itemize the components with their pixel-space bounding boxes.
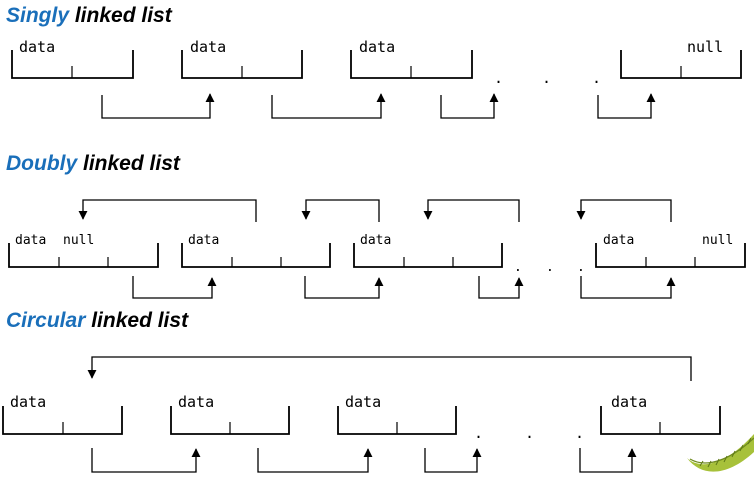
doubly-labels: data null data data data null . . .	[15, 233, 733, 275]
singly-ellipsis-dot-2: .	[542, 69, 551, 87]
circular-ellipsis-dot-1: .	[474, 424, 483, 442]
circular-node-4-data-label: data	[611, 393, 647, 411]
doubly-list	[8, 199, 746, 299]
circular-node-1-data-label: data	[10, 393, 46, 411]
singly-node-3-data-label: data	[359, 38, 395, 56]
circular-arrow-1	[91, 448, 201, 473]
singly-node-1-data-label: data	[19, 38, 55, 56]
doubly-prev-arrow-1	[78, 199, 257, 222]
doubly-node-3-data-label: data	[360, 233, 391, 248]
singly-ellipsis-dot-3: .	[592, 69, 601, 87]
doubly-node-2-data-label: data	[188, 233, 219, 248]
doubly-ellipsis-dot-3: .	[577, 260, 585, 275]
doubly-node-1	[8, 243, 159, 268]
circular-ellipsis-dot-2: .	[525, 424, 534, 442]
circular-wrap-arrow	[87, 356, 692, 381]
singly-node-3	[350, 50, 473, 79]
singly-arrow-1	[101, 93, 215, 119]
circular-node-3	[337, 406, 457, 435]
doubly-title-rest: linked list	[77, 152, 180, 175]
circular-ellipsis-dot-3: .	[575, 424, 584, 442]
doubly-prev-arrow-2	[301, 199, 380, 222]
circular-node-3-data-label: data	[345, 393, 381, 411]
doubly-node-3	[353, 243, 503, 268]
circular-arrow-4	[579, 448, 637, 473]
doubly-next-arrow-2	[304, 276, 384, 299]
doubly-next-arrow-4	[580, 276, 676, 299]
circular-title-accent: Circular	[6, 309, 86, 332]
doubly-node-2	[181, 243, 331, 268]
singly-node-4	[620, 50, 742, 79]
circular-node-2	[170, 406, 290, 435]
singly-ellipsis-dot-1: .	[494, 69, 503, 87]
doubly-node-1-data-label: data	[15, 233, 46, 248]
singly-node-4-null-label: null	[687, 38, 723, 56]
circular-node-4	[600, 406, 721, 435]
singly-list-title: Singly linked list	[6, 4, 172, 28]
doubly-ellipsis-dot-1: .	[514, 260, 522, 275]
singly-node-1	[11, 50, 134, 79]
singly-title-rest: linked list	[69, 4, 172, 27]
doubly-ellipsis-dot-2: .	[546, 260, 554, 275]
doubly-next-arrow-3	[478, 276, 524, 299]
singly-list	[11, 50, 742, 119]
doubly-node-1-null-label: null	[63, 233, 94, 248]
singly-arrow-3	[440, 93, 499, 119]
singly-arrow-4	[597, 93, 656, 119]
doubly-node-4	[595, 243, 746, 268]
circular-list	[2, 356, 721, 473]
doubly-prev-arrow-3	[423, 199, 520, 222]
circular-node-2-data-label: data	[178, 393, 214, 411]
circular-arrow-2	[257, 448, 373, 473]
circular-title-rest: linked list	[85, 309, 189, 332]
doubly-node-4-data-label: data	[603, 233, 634, 248]
singly-node-2-data-label: data	[190, 38, 226, 56]
doubly-title-accent: Doubly	[6, 152, 78, 175]
circular-list-title: Circular linked list	[6, 309, 188, 333]
singly-title-accent: Singly	[6, 4, 70, 27]
doubly-node-4-null-label: null	[702, 233, 733, 248]
leaf-decoration-icon	[687, 434, 754, 472]
singly-node-2	[181, 50, 303, 79]
singly-labels: data data data null . . .	[19, 38, 723, 87]
doubly-list-title: Doubly linked list	[6, 152, 180, 176]
doubly-next-arrow-1	[132, 276, 217, 299]
doubly-prev-arrow-4	[576, 199, 672, 222]
circular-labels: data data data data . . .	[10, 393, 647, 442]
circular-node-1	[2, 406, 123, 435]
circular-arrow-3	[424, 448, 482, 473]
singly-arrow-2	[271, 93, 386, 119]
